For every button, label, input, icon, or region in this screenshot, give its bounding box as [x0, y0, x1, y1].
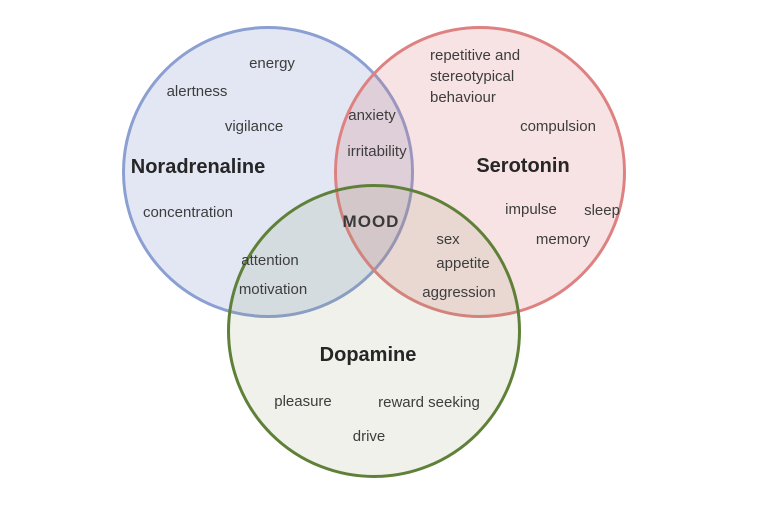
mood-center-label: MOOD: [342, 211, 400, 231]
label-compulsion: compulsion: [520, 118, 596, 135]
label-vigilance: vigilance: [224, 118, 284, 135]
label-anxiety: anxiety: [348, 107, 396, 124]
label-memory: memory: [535, 231, 591, 248]
label-repetitive-behaviour: repetitive and stereotypical behaviour: [430, 47, 521, 106]
label-drive: drive: [352, 428, 386, 445]
label-sex: sex: [436, 231, 460, 248]
serotonin-title: Serotonin: [476, 155, 570, 177]
dopamine-circle: [227, 184, 521, 478]
noradrenaline-title: Noradrenaline: [130, 156, 266, 178]
label-motivation: motivation: [238, 281, 308, 298]
label-attention: attention: [241, 252, 299, 269]
label-impulse: impulse: [505, 201, 557, 218]
label-concentration: concentration: [142, 204, 234, 221]
label-reward-seeking: reward seeking: [378, 394, 480, 411]
label-pleasure: pleasure: [274, 393, 332, 410]
label-sleep: sleep: [584, 202, 620, 219]
dopamine-title: Dopamine: [319, 344, 417, 366]
label-energy: energy: [249, 55, 295, 72]
label-aggression: aggression: [422, 284, 496, 301]
label-irritability: irritability: [347, 143, 407, 160]
label-appetite: appetite: [436, 255, 490, 272]
label-alertness: alertness: [166, 83, 228, 100]
